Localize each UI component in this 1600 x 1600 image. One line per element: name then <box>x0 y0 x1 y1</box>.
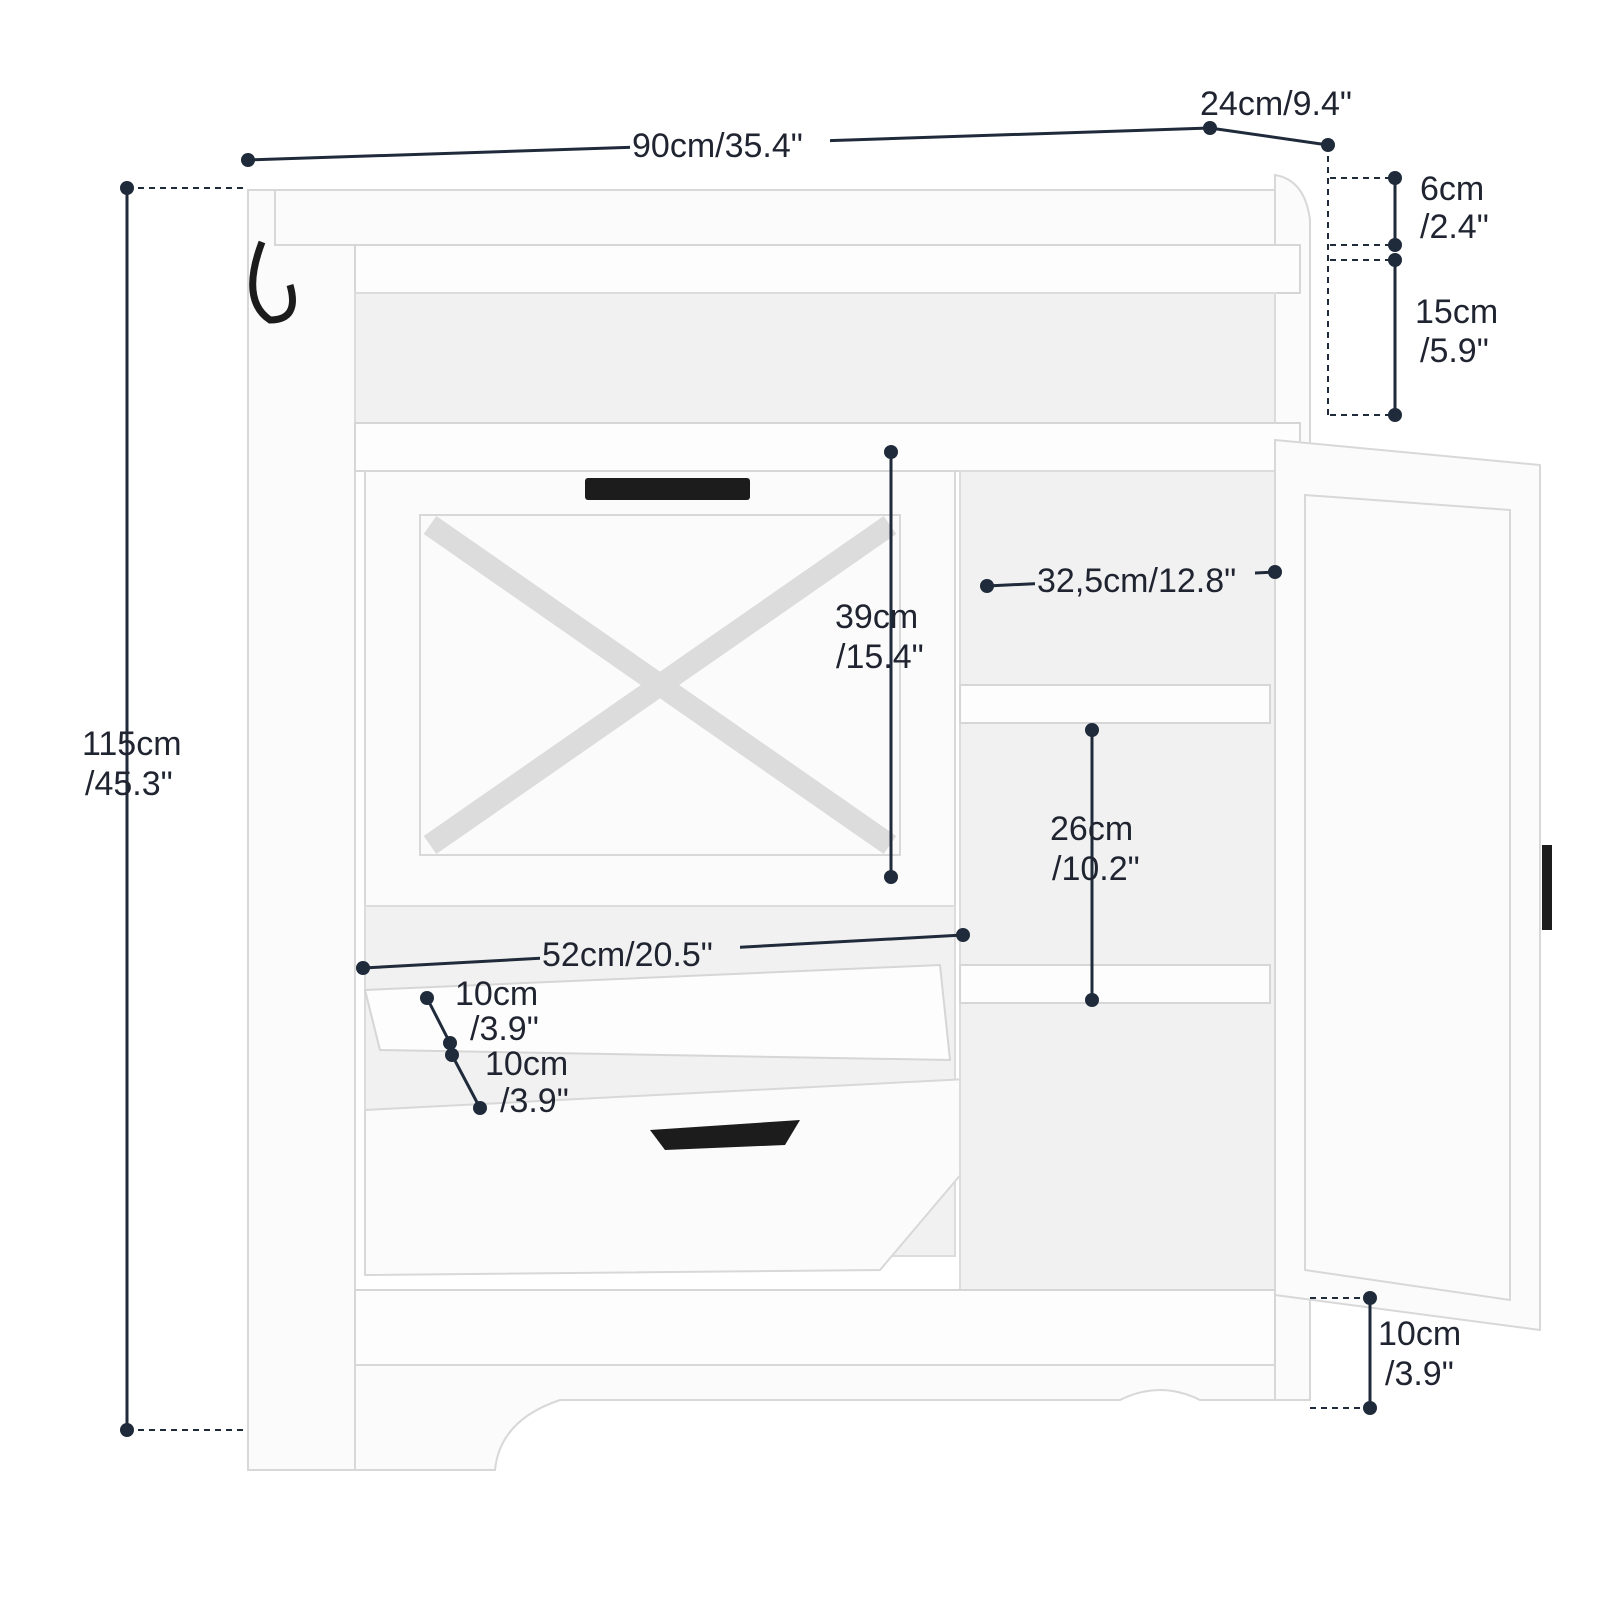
open-drawer[interactable] <box>364 1073 1048 1277</box>
base-cm: 10cm <box>1378 1315 1461 1353</box>
depth-label: 24cm/9.4" <box>1200 85 1352 123</box>
slot-1-in: /3.9" <box>470 1010 539 1048</box>
upper-door-handle[interactable] <box>585 478 750 500</box>
slot-2-in: /3.9" <box>500 1082 569 1120</box>
top-gallery <box>274 189 1276 246</box>
base-skirt <box>354 1364 1276 1471</box>
middle-shelf <box>354 422 1301 472</box>
shelf-gap-in: /10.2" <box>1052 850 1140 888</box>
door-panel-inset <box>1304 493 1511 1302</box>
x-brace <box>423 515 897 855</box>
drawer-handle[interactable] <box>650 1120 800 1150</box>
height-cm: 115cm <box>82 725 182 763</box>
cabinet-width-label: 32,5cm/12.8" <box>1037 562 1236 600</box>
shelf-1 <box>959 684 1271 724</box>
door-handle[interactable] <box>1542 845 1552 930</box>
dimension-labels: 90cm/35.4" 24cm/9.4" 6cm /2.4" 15cm /5.9… <box>82 85 1498 1393</box>
side-panel <box>247 189 356 1471</box>
top-shelf <box>354 244 1301 294</box>
shelf-2 <box>959 964 1271 1004</box>
base-in: /3.9" <box>1385 1355 1454 1393</box>
flip-door-cm: 39cm <box>835 598 918 636</box>
coat-hook <box>249 240 296 324</box>
top-rail-cm: 6cm <box>1420 170 1484 208</box>
right-cabinet-cavity <box>959 470 1276 1292</box>
bottom-shelf <box>354 1289 1276 1366</box>
flip-door-in: /15.4" <box>836 638 924 676</box>
top-rail-in: /2.4" <box>1420 208 1489 246</box>
open-shelf-in: /5.9" <box>1420 332 1489 370</box>
open-shelf-cavity <box>354 292 1276 424</box>
drawer-tray <box>363 963 952 1062</box>
height-in: /45.3" <box>85 765 173 803</box>
open-shelf-cm: 15cm <box>1415 293 1498 331</box>
slot-2-cm: 10cm <box>485 1045 568 1083</box>
width-label: 90cm/35.4" <box>632 127 803 165</box>
shelf-gap-cm: 26cm <box>1050 810 1133 848</box>
slot-1-cm: 10cm <box>455 975 538 1013</box>
drawer-width-label: 52cm/20.5" <box>542 936 713 974</box>
cabinet <box>247 173 1552 1471</box>
